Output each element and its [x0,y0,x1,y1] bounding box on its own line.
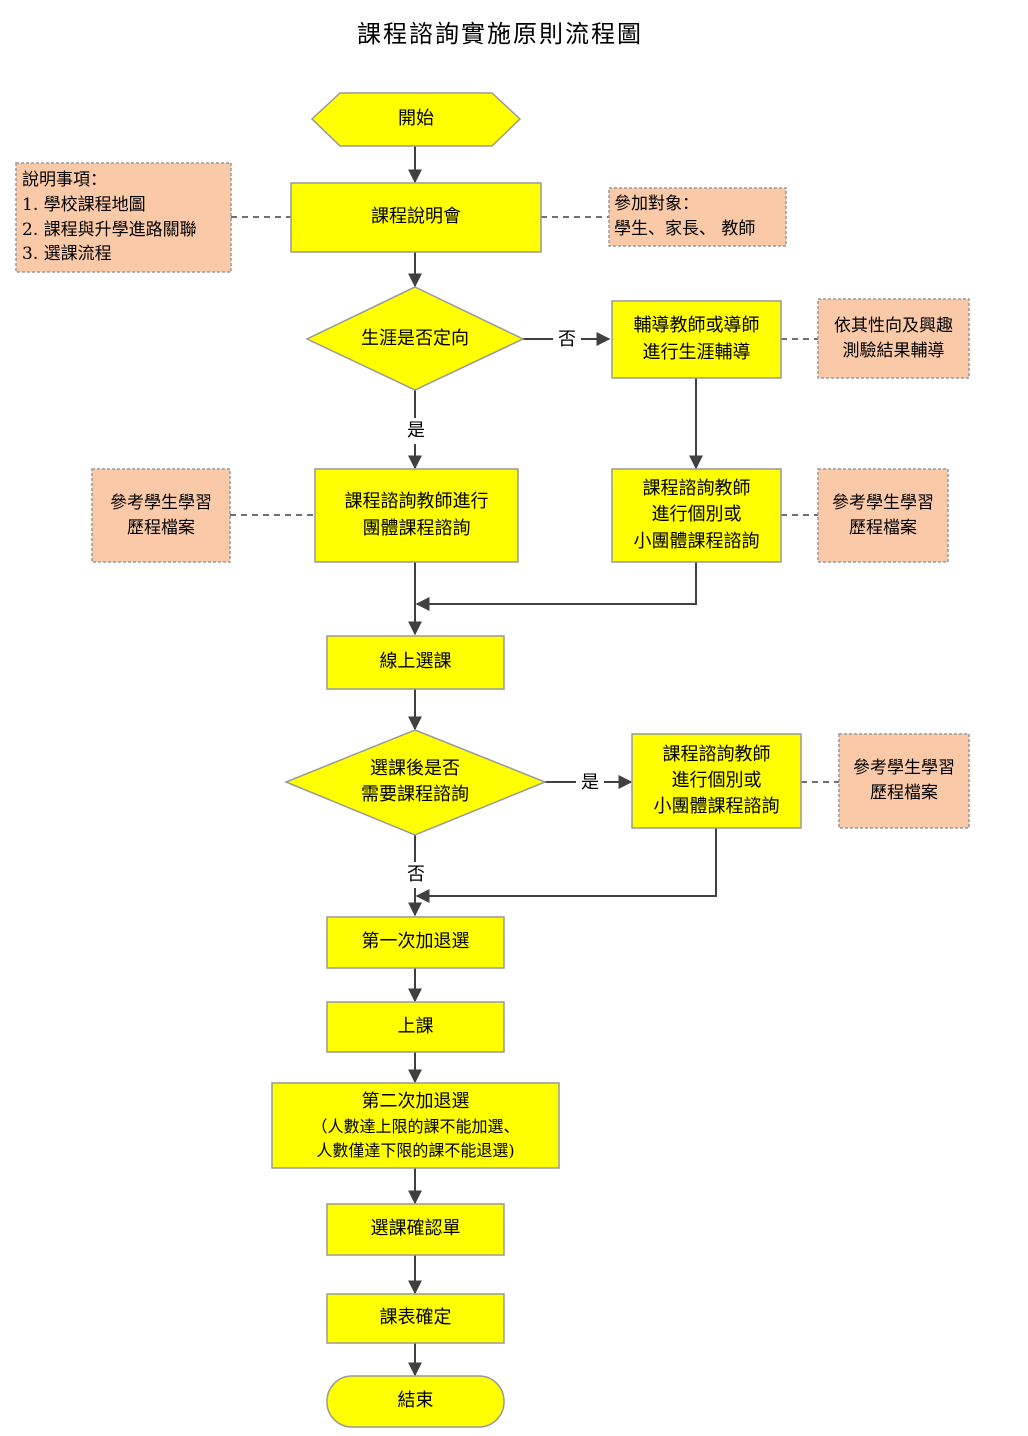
first-adddrop-box [326,916,505,969]
schedule-confirm-box [326,1293,505,1344]
indiv-consult-1-line: 課程諮詢教師 [642,478,751,500]
portfolio-left-note: 參考學生學習 歷程檔案 [92,469,230,562]
end-label: 結束 [397,1390,434,1412]
second-adddrop-line: （人數達上限的課不能加選、 [311,1117,520,1137]
explain-note-box [15,162,232,273]
need-consult-label: 選課後是否 需要課程諮詢 [310,745,520,819]
indiv-consult-1-line: 小團體課程諮詢 [633,530,760,552]
connectors [408,146,717,1377]
briefing-box [290,182,542,253]
indiv-consult-1-line: 進行個別或 [651,504,742,526]
group-consult-label: 課程諮詢教師進行 團體課程諮詢 [315,469,518,562]
group-consult-line: 課程諮詢教師進行 [344,491,489,513]
portfolio-bottom-line: 歷程檔案 [870,783,938,803]
career-decision-diamond [305,286,525,391]
end-shape [326,1375,505,1428]
aptitude-note-line: 測驗結果輔導 [842,340,945,361]
note-connectors [230,216,839,783]
edge-label-career-no: 否 [553,327,581,353]
explain-note-line: 說明事項： [22,170,107,191]
indiv-consult-box-1 [611,468,782,563]
page-title: 課程諮詢實施原則流程圖 [357,20,643,48]
aptitude-note-line: 依其性向及興趣 [834,315,953,336]
career-counsel-box [611,300,782,379]
indiv-consult-2-line: 課程諮詢教師 [662,743,771,765]
start-label: 開始 [398,108,434,130]
edge-indiv-merge [415,562,697,611]
indiv-consult-2-line: 進行個別或 [671,769,762,791]
start-shape [310,92,522,147]
explain-note-line: 2. 課程與升學進路關聯 [22,219,197,240]
portfolio-bottom-note: 參考學生學習 歷程檔案 [839,734,969,828]
aptitude-note-box [817,298,970,379]
schedule-confirm-label: 課表確定 [379,1307,452,1329]
portfolio-bottom-line: 參考學生學習 [853,758,955,779]
edge-label-career-yes: 是 [402,418,430,444]
second-adddrop-box [271,1082,560,1169]
portfolio-bottom-note-box [838,733,970,829]
portfolio-left-note-box [91,468,231,563]
participants-note-line: 參加對象： [614,194,699,215]
aptitude-note: 依其性向及興趣 測驗結果輔導 [818,299,969,378]
career-decision-label: 生涯是否定向 [361,327,469,349]
confirm-form-box [326,1203,505,1256]
portfolio-right-note-box [817,468,949,563]
explain-note-line: 3. 選課流程 [22,244,112,265]
briefing-label: 課程說明會 [371,206,461,228]
portfolio-right-line: 歷程檔案 [849,517,917,538]
indiv-consult-2-line: 小團體課程諮詢 [653,796,780,818]
need-consult-line: 需要課程諮詢 [361,784,469,805]
career-counsel-line: 輔導教師或導師 [633,315,760,337]
career-counsel-label: 輔導教師或導師 進行生涯輔導 [612,301,781,378]
indiv-consult-1-label: 課程諮詢教師 進行個別或 小團體課程諮詢 [612,469,781,562]
online-select-box [326,635,505,690]
attend-class-label: 上課 [397,1015,434,1037]
edge-label-consult-no: 否 [402,862,430,888]
edge-indiv2-merge [415,828,717,903]
portfolio-right-note: 參考學生學習 歷程檔案 [818,469,948,562]
second-adddrop-line: 人數僅達下限的課不能退選) [316,1140,515,1160]
portfolio-left-line: 歷程檔案 [127,517,195,538]
indiv-consult-2-label: 課程諮詢教師 進行個別或 小團體課程諮詢 [632,734,801,828]
career-counsel-line: 進行生涯輔導 [642,341,751,363]
portfolio-right-line: 參考學生學習 [832,492,934,513]
group-consult-line: 團體課程諮詢 [362,517,471,539]
explain-note-line: 1. 學校課程地圖 [22,194,146,215]
attend-class-box [326,1001,505,1053]
participants-note-line: 學生、家長、 教師 [614,219,756,239]
group-consult-box [314,468,519,563]
online-select-label: 線上選課 [379,651,452,673]
indiv-consult-box-2 [631,733,802,829]
portfolio-left-line: 參考學生學習 [110,492,212,513]
participants-note-box [608,187,787,247]
edge-label-consult-yes: 是 [576,770,604,796]
first-adddrop-label: 第一次加退選 [361,931,470,953]
second-adddrop-label: 第二次加退選 （人數達上限的課不能加選、 人數僅達下限的課不能退選) [272,1083,559,1168]
second-adddrop-line: 第二次加退選 [361,1091,470,1113]
need-consult-line: 選課後是否 [370,757,460,779]
participants-note: 參加對象： 學生、家長、 教師 [614,188,786,246]
confirm-form-label: 選課確認單 [370,1218,461,1240]
need-consult-diamond [284,729,548,836]
explain-note: 說明事項： 1. 學校課程地圖 2. 課程與升學進路關聯 3. 選課流程 [22,163,231,272]
